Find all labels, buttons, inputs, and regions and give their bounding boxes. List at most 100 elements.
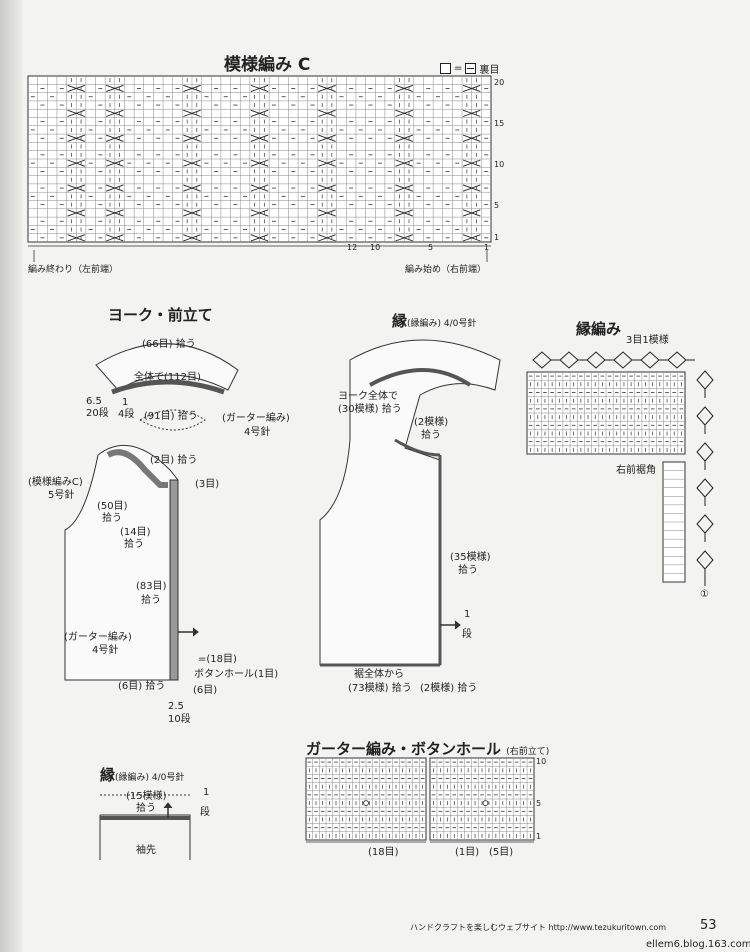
cable-cross-mark (250, 159, 269, 167)
cable-cross-mark (318, 209, 336, 217)
cable-cross-mark (67, 234, 86, 242)
edge1-title-main: 縁 (392, 312, 408, 330)
cable-cross-mark (106, 184, 124, 192)
cable-cross-mark (183, 134, 201, 142)
knit-box-icon (440, 63, 451, 74)
crochet-scallop-side (696, 370, 714, 390)
cable-cross-mark (250, 109, 269, 117)
yoke-title: ヨーク・前立て (108, 306, 213, 324)
row-20: 20 (494, 78, 505, 87)
cable-cross-mark (462, 84, 481, 93)
cable-cross-mark (67, 109, 86, 117)
crochet-scallop (559, 351, 579, 369)
yoke-needle-4b: 4号針 (92, 645, 119, 656)
edge1-yoke-all: ヨーク全体で (338, 391, 398, 402)
edge1-one: 1 (464, 609, 471, 620)
garter-w18: (18目) (368, 847, 399, 858)
cable-cross-mark (106, 134, 124, 142)
yoke-one: 1 (122, 397, 129, 408)
cable-cross-mark (106, 109, 124, 117)
yoke-eq-18: =(18目) (198, 654, 237, 665)
buttonhole-yo-mark (363, 800, 369, 806)
stitch-key: = 裏目 (440, 61, 499, 76)
footer-site: ハンドクラフトを楽しむウェブサイト http://www.tezukuritow… (410, 923, 667, 932)
yoke-4dan: 4段 (118, 409, 135, 420)
cable-cross-mark (395, 209, 413, 217)
cable-cross-mark (106, 209, 124, 217)
edge2-one: 1 (203, 787, 210, 798)
yoke-dim-25: 2.5 (168, 701, 184, 712)
yoke-pick-6: (6目) 拾う (118, 681, 166, 692)
crochet-scallop (613, 351, 633, 369)
cable-cross-mark (250, 234, 269, 242)
edge-three-one: 3目1模様 (626, 335, 669, 346)
edge2-one-dan: 段 (200, 807, 210, 818)
end-label: 編み終わり（左前端） (28, 265, 119, 275)
cable-cross-mark (318, 159, 336, 167)
garter-title: ガーター編み・ボタンホール (右前立て) (306, 738, 549, 759)
cable-cross-mark (395, 159, 413, 167)
edge1-pick: 拾う (421, 430, 441, 441)
cable-cross-mark (318, 234, 336, 242)
edge1-pattern-30: (30模様) 拾う (338, 404, 402, 415)
yoke-20dan: 20段 (86, 408, 109, 419)
edge-pattern-title: 縁編み (576, 320, 622, 338)
yoke-dim-65: 6.5 (86, 396, 102, 407)
chart-c-title: 模様編み C (224, 55, 311, 75)
page-number: 53 (700, 918, 717, 933)
yoke-pick-83b: 拾う (141, 595, 161, 606)
edge-pattern-chart (526, 351, 714, 586)
edge1-pick-35: 拾う (458, 565, 478, 576)
cable-cross-mark (395, 234, 413, 242)
garter-r10: 10 (536, 757, 547, 766)
body-outline (319, 339, 501, 666)
edge2-title-main: 縁 (100, 766, 116, 784)
yoke-10dan: 10段 (168, 714, 191, 725)
cable-cross-mark (395, 109, 413, 117)
garter-title-main: ガーター編み・ボタンホール (306, 740, 502, 758)
key-equals: = (454, 63, 463, 74)
yoke-pick-50b: 拾う (102, 513, 122, 524)
cable-cross-mark (183, 84, 201, 93)
yoke-total-112: 全体で(112目) (134, 372, 201, 383)
yoke-pick-91: (91目) 拾う (144, 411, 198, 422)
cable-cross-mark (67, 134, 86, 142)
edge1-title: 縁(縁編み) 4/0号針 (392, 310, 476, 331)
row-15: 15 (494, 119, 505, 128)
crochet-scallop (667, 351, 687, 369)
edge-corner: 右前裾角 (616, 465, 656, 476)
cable-cross-mark (250, 134, 269, 142)
crochet-scallop-side (696, 406, 714, 426)
edge2-sleeve: 袖先 (136, 845, 156, 856)
body-neck-edge (394, 438, 441, 457)
edge2-title: 縁(縁編み) 4/0号針 (100, 764, 184, 785)
cable-cross-mark (318, 134, 336, 142)
collar-band (369, 368, 472, 387)
crochet-scallop-side (696, 514, 714, 534)
cable-cross-mark (106, 159, 124, 167)
cable-cross-mark (395, 84, 413, 93)
cable-cross-mark (462, 209, 481, 217)
cable-cross-mark (183, 109, 201, 117)
yoke-band (111, 379, 225, 395)
col-10: 10 (370, 243, 381, 252)
cable-cross-mark (250, 84, 269, 93)
cable-cross-mark (183, 234, 201, 242)
buttonhole-yo-mark (482, 800, 489, 806)
crochet-scallop-side (696, 550, 714, 570)
cable-cross-mark (462, 234, 481, 242)
yoke-shoulder (106, 449, 168, 488)
blog-watermark: ellem6.blog.163.com (646, 939, 750, 950)
book-spine-shadow (0, 0, 22, 952)
neck-curve (139, 409, 206, 431)
cable-cross-mark (106, 84, 124, 93)
yoke-outline (95, 343, 239, 391)
cable-cross-mark (462, 184, 481, 192)
yoke-pattern-c: (模様編みC) (28, 477, 83, 488)
row-1: 1 (494, 233, 500, 242)
edge1-hem-all: 裾全体から (354, 669, 404, 680)
cable-cross-mark (67, 84, 86, 93)
front-placket (169, 479, 179, 681)
yoke-6st: (6目) (193, 685, 218, 696)
